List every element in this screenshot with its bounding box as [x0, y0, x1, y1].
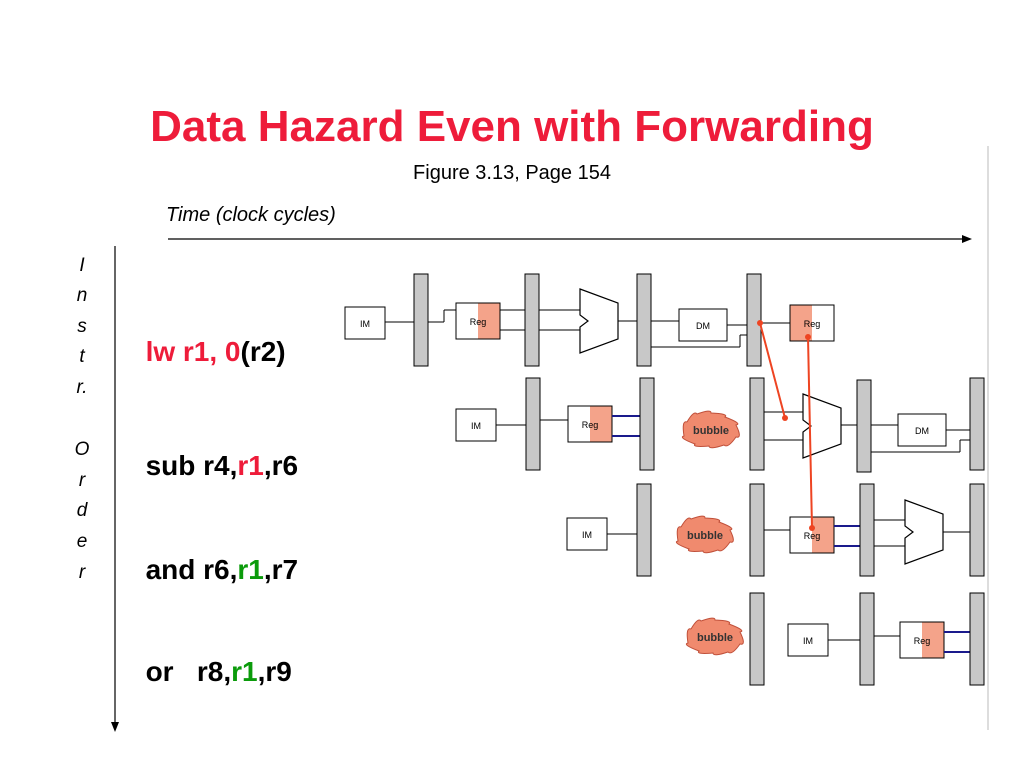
figure-reference: Figure 3.13, Page 154: [413, 162, 611, 184]
instruction-memory-box: [344, 306, 386, 340]
pipeline-register: [746, 273, 762, 367]
instruction-sub: sub r4,r1,r6: [130, 418, 299, 482]
alu-shape: [904, 499, 944, 565]
bubble-label: bubble: [697, 632, 733, 644]
order-label-letter: I: [79, 255, 85, 276]
reg-label: Reg: [804, 531, 821, 541]
instruction-part: sub r4,: [145, 450, 238, 481]
order-label-letter: d: [76, 500, 88, 521]
reg-label: Reg: [914, 636, 931, 646]
register-file-outline: [789, 304, 835, 342]
order-axis-arrowhead: [111, 722, 119, 732]
pipeline-register: [524, 273, 540, 367]
order-label-letter: O: [74, 439, 90, 460]
pipeline-register: [639, 377, 655, 471]
register-file-shade: [922, 622, 944, 658]
register-file-outline: [455, 302, 501, 340]
dm-label: DM: [696, 321, 710, 331]
dm-label: DM: [915, 426, 929, 436]
register-file-outline: [899, 621, 945, 659]
instruction-part: r1: [237, 450, 264, 481]
instruction-part: lw r1, 0: [145, 336, 241, 367]
pipeline-register: [413, 273, 429, 367]
time-axis-arrowhead: [962, 235, 972, 243]
instruction-part: and r6,: [145, 554, 238, 585]
order-label-letter: r: [78, 562, 86, 583]
instruction-part: or r8,: [145, 656, 232, 687]
forwarding-dot: [757, 320, 763, 326]
forwarding-path-and: [807, 336, 813, 529]
pipeline-register: [749, 377, 765, 471]
pipeline-register: [749, 483, 765, 577]
im-label: IM: [360, 319, 370, 329]
instruction-part: ,r7: [263, 554, 299, 585]
order-label-letter: e: [76, 531, 88, 552]
pipeline-register: [749, 592, 765, 686]
pipeline-register: [969, 377, 985, 471]
bubble-icon: [685, 617, 744, 656]
instruction-part: ,r9: [257, 656, 292, 687]
bubble-label: bubble: [687, 530, 723, 542]
instruction-part: r1: [237, 554, 264, 585]
pipeline-register: [525, 377, 541, 471]
alu-shape: [802, 393, 842, 459]
order-label-letter: t: [79, 346, 85, 367]
instruction-part: r1: [231, 656, 258, 687]
reg-label: Reg: [804, 319, 821, 329]
reg-label: Reg: [470, 317, 487, 327]
bubble-icon: [681, 410, 740, 449]
forwarding-dot: [805, 334, 811, 340]
reg-label: Reg: [582, 420, 599, 430]
forwarding-dot: [782, 415, 788, 421]
data-memory-box: [897, 413, 947, 447]
bubble-label: bubble: [693, 425, 729, 437]
page-title: Data Hazard Even with Forwarding: [150, 102, 874, 151]
order-label-letter: s: [77, 316, 87, 337]
bubble-icon: [675, 515, 734, 554]
im-label: IM: [582, 530, 592, 540]
instruction-or: or r8,r1,r9: [130, 624, 292, 688]
pipeline-register: [636, 273, 652, 367]
register-file-shade: [790, 305, 812, 341]
im-label: IM: [803, 636, 813, 646]
pipeline-register: [856, 379, 872, 473]
instruction-part: (r2): [240, 336, 286, 367]
forwarding-path-sub: [759, 322, 786, 419]
forwarding-dot: [809, 525, 815, 531]
register-file-shade: [590, 406, 612, 442]
pipeline-register: [969, 592, 985, 686]
pipeline-register: [636, 483, 652, 577]
order-label-letter: r.: [76, 377, 88, 398]
data-memory-box: [678, 308, 728, 342]
time-axis-label: Time (clock cycles): [166, 204, 336, 226]
order-label-letter: n: [76, 285, 88, 306]
register-file-outline: [567, 405, 613, 443]
pipeline-register: [859, 483, 875, 577]
order-label-letter: r: [78, 470, 86, 491]
pipeline-register: [859, 592, 875, 686]
alu-shape: [579, 288, 619, 354]
instruction-memory-box: [455, 408, 497, 442]
instruction-memory-box: [787, 623, 829, 657]
instruction-lw: lw r1, 0(r2): [130, 304, 286, 368]
instruction-part: ,r6: [263, 450, 299, 481]
pipeline-register: [969, 483, 985, 577]
register-file-shade: [812, 517, 834, 553]
register-file-shade: [478, 303, 500, 339]
instruction-and: and r6,r1,r7: [130, 522, 299, 586]
im-label: IM: [471, 421, 481, 431]
